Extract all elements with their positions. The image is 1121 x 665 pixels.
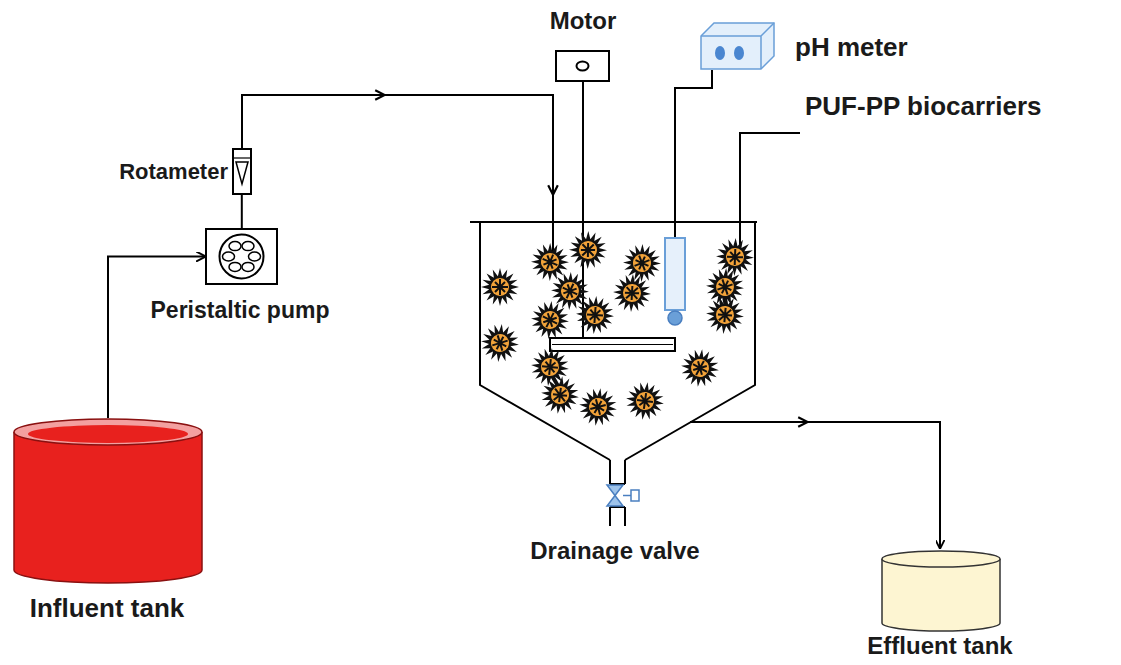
- node-label: pH meter: [795, 33, 908, 62]
- node-label: Drainage valve: [530, 538, 699, 564]
- shape: [205, 228, 278, 285]
- node-label: Peristaltic pump: [151, 298, 330, 323]
- biocarrier: [617, 238, 666, 287]
- node-label: Motor: [550, 8, 617, 34]
- influent-tank: Influent tank: [12, 418, 204, 584]
- biocarrier: [524, 294, 575, 345]
- rotameter: Rotameter: [232, 148, 252, 195]
- motor-box: Motor: [555, 50, 610, 82]
- effluent-tank: Effluent tank: [880, 550, 1002, 632]
- shape: [555, 50, 610, 82]
- shape: [606, 484, 640, 507]
- biocarrier: [605, 266, 659, 320]
- biocarrier: [533, 368, 586, 421]
- biocarrier: [561, 223, 615, 277]
- ph-meter: pH meter: [700, 22, 775, 70]
- shape: [700, 22, 775, 70]
- drainage-valve: Drainage valve: [606, 484, 640, 507]
- pipe-connector: [108, 257, 205, 419]
- shape: [232, 148, 252, 195]
- biocarrier: [698, 288, 752, 342]
- node-label: Influent tank: [30, 594, 185, 623]
- shape: [12, 418, 204, 584]
- biocarrier: [674, 342, 726, 394]
- peristaltic-pump: Peristaltic pump: [205, 228, 278, 285]
- part-label: PUF-PP biocarriers: [805, 92, 1042, 121]
- biocarrier: [624, 380, 667, 423]
- biocarrier: [481, 268, 519, 306]
- biocarrier: [715, 237, 754, 276]
- biocarrier: [476, 319, 523, 366]
- biocarrier: [575, 384, 622, 431]
- node-label: Effluent tank: [867, 633, 1012, 659]
- shape: [880, 550, 1002, 632]
- biocarrier: [575, 295, 616, 336]
- pipe-connector: [241, 195, 243, 228]
- node-label: Rotameter: [119, 160, 228, 184]
